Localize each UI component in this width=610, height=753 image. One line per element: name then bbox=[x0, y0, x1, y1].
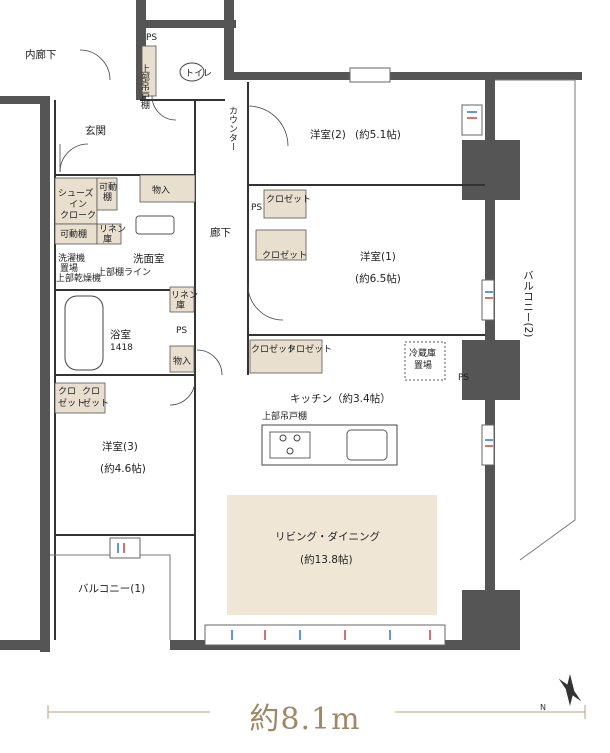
kitchen-counter bbox=[261, 424, 398, 466]
label-movable-b: 棚 bbox=[103, 191, 112, 203]
bath-fixtures bbox=[64, 62, 446, 381]
room-labels: 内廊下 PS 上部吊戸棚 トイレ カウンター 玄関 洋室(2) (約5.1帖) … bbox=[25, 33, 534, 595]
label-linen-b: 庫 bbox=[103, 233, 112, 245]
label-linen-bath-b: 庫 bbox=[176, 299, 185, 311]
dimension-label: 約8.1m bbox=[249, 702, 361, 737]
label-hallway: 廊下 bbox=[210, 226, 231, 239]
label-movable-shelf: 可動棚 bbox=[60, 228, 87, 240]
label-washer-3: 上部乾燥機 bbox=[56, 272, 101, 284]
label-balcony2: バルコニー(2) bbox=[522, 270, 534, 337]
label-living-name: リビング・ダイニング bbox=[275, 530, 380, 543]
label-toilet: トイレ bbox=[185, 69, 212, 79]
label-fridge-b: 置場 bbox=[414, 359, 432, 371]
storage-blocks bbox=[54, 45, 333, 465]
label-closet-v2: ゼット bbox=[58, 397, 85, 409]
label-washer-1: 洗濯機 bbox=[58, 252, 85, 264]
label-ps-top: PS bbox=[146, 33, 157, 43]
label-ps-bath: PS bbox=[176, 326, 187, 336]
label-washroom: 洗面室 bbox=[133, 252, 165, 265]
label-closet-1: クロゼット bbox=[266, 193, 311, 205]
label-closet-2: クロゼット bbox=[262, 249, 307, 261]
label-inner-corridor: 内廊下 bbox=[25, 48, 57, 61]
label-upper-cabinet: 上部吊戸棚 bbox=[139, 64, 150, 110]
doors bbox=[59, 49, 289, 406]
label-living-size: (約13.8帖) bbox=[300, 553, 353, 566]
label-western1-size: (約6.5帖) bbox=[355, 272, 401, 285]
label-western3-size: (約4.6帖) bbox=[100, 462, 146, 475]
label-storage-top: 物入 bbox=[152, 184, 170, 196]
label-closet-v1: クロ bbox=[58, 386, 76, 397]
label-movable-a: 可動 bbox=[99, 182, 117, 193]
label-western2-name: 洋室(2) bbox=[310, 128, 346, 141]
label-shoes-2: イン bbox=[69, 200, 87, 210]
label-upper-shelf-line: 上部棚ライン bbox=[97, 266, 151, 278]
label-ps-kitchen: PS bbox=[458, 373, 469, 383]
label-ps-mid: PS bbox=[251, 203, 262, 213]
label-western2-size: (約5.1帖) bbox=[355, 128, 401, 141]
dimension-line bbox=[47, 705, 586, 719]
label-closet-v4: ゼット bbox=[82, 397, 109, 409]
label-western3-name: 洋室(3) bbox=[102, 440, 138, 453]
label-balcony1: バルコニー(1) bbox=[78, 583, 145, 595]
label-bath-size: 1418 bbox=[110, 343, 133, 353]
compass-north-label: N bbox=[540, 703, 546, 712]
label-storage-bath: 物入 bbox=[173, 355, 191, 367]
compass-icon: N bbox=[540, 674, 582, 712]
label-counter: カウンター bbox=[227, 106, 238, 151]
label-entrance: 玄関 bbox=[85, 124, 106, 137]
balcony-outline bbox=[50, 79, 576, 640]
label-closet-4: クロゼット bbox=[287, 343, 332, 355]
windows bbox=[109, 67, 495, 646]
label-kitchen: キッチン（約3.4帖） bbox=[290, 392, 391, 405]
label-bathroom: 浴室 bbox=[110, 328, 131, 341]
label-western1-name: 洋室(1) bbox=[360, 250, 396, 263]
label-linen-a: リネン bbox=[99, 224, 126, 235]
label-linen-bath-a: リネン bbox=[171, 290, 198, 301]
label-closet-v3: クロ bbox=[82, 386, 100, 397]
label-washer-2: 置場 bbox=[60, 262, 78, 274]
label-shoes-3: クローク bbox=[60, 210, 96, 221]
label-fridge-a: 冷蔵庫 bbox=[409, 347, 436, 359]
living-area bbox=[227, 495, 437, 615]
label-shoes-1: シューズ bbox=[58, 187, 94, 199]
label-upper-cabinet-kitchen: 上部吊戸棚 bbox=[262, 410, 307, 422]
label-closet-3: クロゼット bbox=[251, 343, 296, 355]
